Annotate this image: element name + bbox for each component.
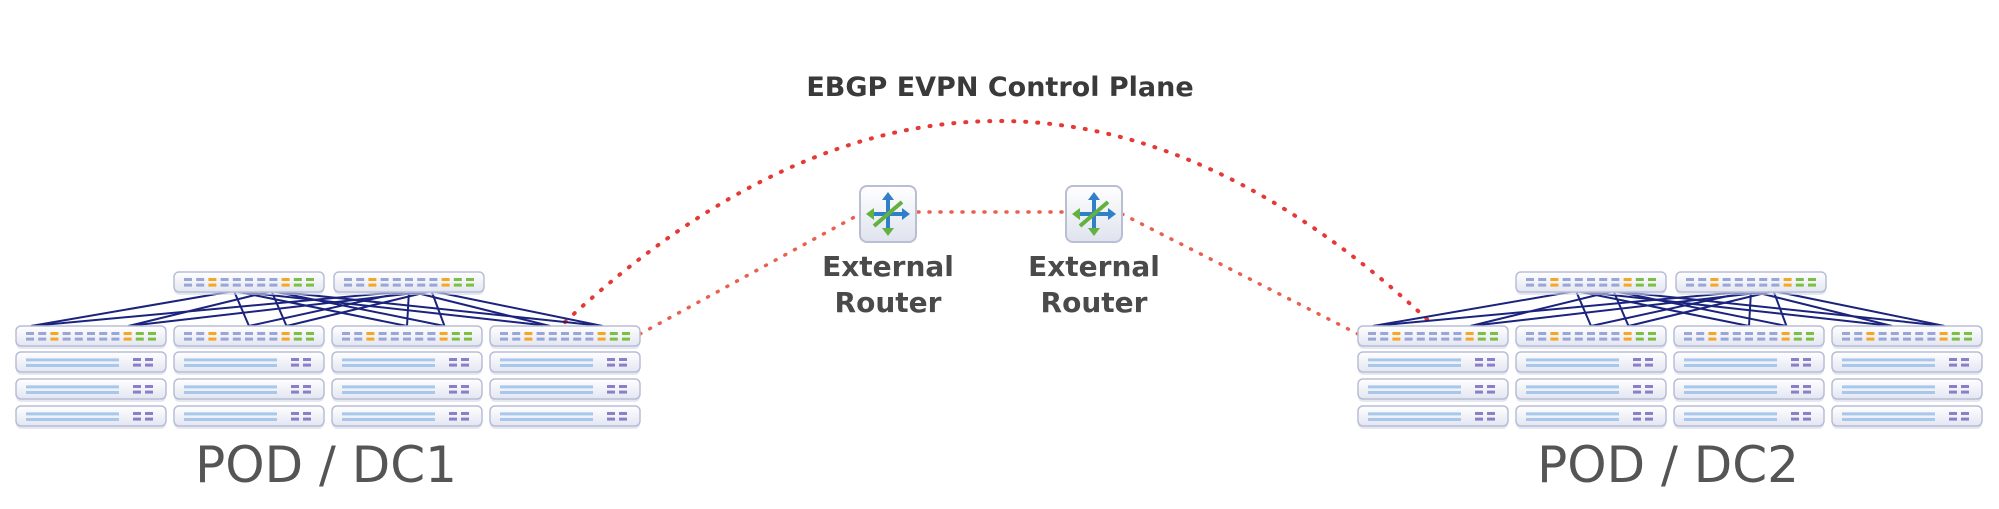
leaf-switch-icon [1357,325,1509,349]
dc1-to-router1-link [638,212,862,336]
router2-to-dc2-link [1120,212,1360,336]
fabric-link [1372,290,1577,327]
fabric-link [128,290,272,327]
server-icon [1357,351,1509,375]
fabric-link [1575,290,1750,327]
leaf-switch-icon [489,325,641,349]
fabric-link [1773,290,1945,327]
control-plane-title: EBGP EVPN Control Plane [806,72,1193,103]
fabric-link [233,290,250,327]
pod-dc1 [15,271,641,429]
server-icon [1673,351,1825,375]
server-icon [15,378,167,402]
server-icon [173,405,325,429]
fabric-link [408,290,551,327]
server-icon [1515,378,1667,402]
pod-dc2-label: POD / DC2 [1537,436,1799,494]
fabric-link [1372,290,1752,327]
server-icon [489,405,641,429]
fabric-link [1750,290,1893,327]
fabric-link [30,290,235,327]
spine-switch-icon [1515,271,1667,295]
server-icon [1831,378,1983,402]
router-1: External Router [822,185,954,319]
server-icon [1673,405,1825,429]
router-2: External Router [1028,185,1160,319]
fabric-link [1575,290,1893,327]
server-icon [1831,405,1983,429]
fabric-link [1590,290,1752,327]
server-icon [1357,405,1509,429]
leaf-switch-icon [1515,325,1667,349]
spine-switch-icon [173,271,325,295]
server-icon [173,378,325,402]
fabric-link [233,290,408,327]
fabric-link [406,290,410,327]
router-1-label-line2: Router [835,286,942,319]
fabric-link [286,290,432,327]
fabric-link [30,290,410,327]
ebgp-evpn-arc [563,119,1432,324]
leaf-switch-icon [331,325,483,349]
spine-switch-icon [1675,271,1827,295]
server-icon [1515,405,1667,429]
server-icon [1673,378,1825,402]
pod-dc2 [1357,271,1983,429]
fabric-link [248,290,410,327]
server-icon [489,351,641,375]
server-icon [331,378,483,402]
router-2-label-line1: External [1028,250,1160,283]
server-icon [489,378,641,402]
router-icon [859,185,917,243]
server-icon [1515,351,1667,375]
server-icon [331,351,483,375]
server-icon [15,405,167,429]
fabric-link [1748,290,1752,327]
spine-switch-icon [333,271,485,295]
router-2-label-line2: Router [1041,286,1148,319]
leaf-switch-icon [1831,325,1983,349]
fabric-link [431,290,603,327]
fabric-link [1628,290,1774,327]
server-icon [15,351,167,375]
fabric-link [233,290,551,327]
router-1-label-line1: External [822,250,954,283]
server-icon [1831,351,1983,375]
fabric-link [1470,290,1614,327]
pod-dc1-label: POD / DC1 [195,436,457,494]
server-icon [173,351,325,375]
fabric-link [1575,290,1592,327]
server-icon [1357,378,1509,402]
leaf-switch-icon [15,325,167,349]
server-icon [331,405,483,429]
router-icon [1065,185,1123,243]
leaf-switch-icon [173,325,325,349]
leaf-switch-icon [1673,325,1825,349]
